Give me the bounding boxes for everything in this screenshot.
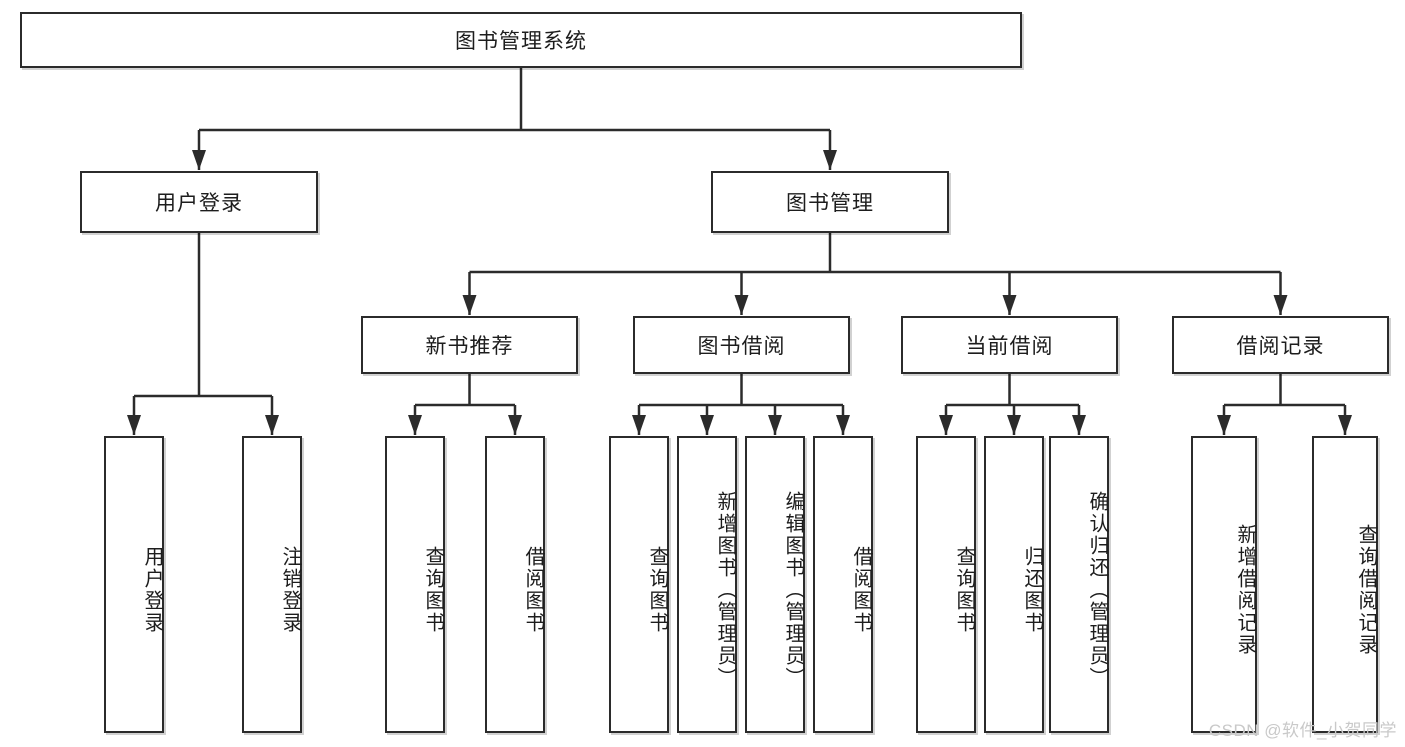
- edge-arrowhead: [265, 415, 279, 435]
- node-label: 借阅记录: [1236, 335, 1325, 358]
- node-label: 新增借阅记录: [1234, 523, 1256, 656]
- node-label: 新书推荐: [425, 335, 514, 358]
- node-leaf-confirm-return[interactable]: 确认归还（管理员）: [1049, 436, 1109, 733]
- edge-arrowhead: [462, 295, 477, 315]
- node-label: 当前借阅: [965, 335, 1054, 358]
- edge-arrowhead: [823, 150, 837, 170]
- node-leaf-query-book-2[interactable]: 查询图书: [609, 436, 669, 733]
- node-leaf-user-logout[interactable]: 注销登录: [242, 436, 302, 733]
- node-label: 新增图书（管理员）: [714, 490, 736, 689]
- node-leaf-query-book-3[interactable]: 查询图书: [916, 436, 976, 733]
- node-leaf-add-record[interactable]: 新增借阅记录: [1191, 436, 1257, 733]
- edge-arrowhead: [508, 415, 522, 435]
- edge-arrowhead: [939, 415, 953, 435]
- node-label: 用户登录: [155, 192, 243, 215]
- node-label: 归还图书: [1021, 545, 1043, 634]
- edge-arrowhead: [408, 415, 422, 435]
- edge-arrowhead: [1072, 415, 1086, 435]
- node-label: 查询图书: [422, 545, 444, 634]
- node-label: 确认归还（管理员）: [1086, 490, 1108, 689]
- node-label: 查询图书: [953, 545, 975, 634]
- node-label: 图书管理: [786, 192, 874, 215]
- node-leaf-add-book[interactable]: 新增图书（管理员）: [677, 436, 737, 733]
- edge-arrowhead: [768, 415, 782, 435]
- node-label: 查询借阅记录: [1355, 523, 1377, 656]
- node-label: 借阅图书: [522, 545, 544, 634]
- node-leaf-borrow-book-2[interactable]: 借阅图书: [813, 436, 873, 733]
- edge-arrowhead: [192, 150, 206, 170]
- node-current-borrow[interactable]: 当前借阅: [901, 316, 1118, 374]
- node-leaf-borrow-book-1[interactable]: 借阅图书: [485, 436, 545, 733]
- node-label: 图书管理系统: [455, 30, 587, 53]
- edge-arrowhead: [700, 415, 714, 435]
- edge-arrowhead: [127, 415, 141, 435]
- node-leaf-user-login[interactable]: 用户登录: [104, 436, 164, 733]
- node-label: 编辑图书（管理员）: [782, 490, 804, 689]
- node-user-login[interactable]: 用户登录: [80, 171, 318, 233]
- node-new-book-recommend[interactable]: 新书推荐: [361, 316, 578, 374]
- node-leaf-query-book-1[interactable]: 查询图书: [385, 436, 445, 733]
- edge-arrowhead: [1338, 415, 1352, 435]
- node-label: 借阅图书: [850, 545, 872, 634]
- edge-arrowhead: [1002, 295, 1017, 315]
- node-label: 用户登录: [141, 545, 163, 634]
- node-book-borrow[interactable]: 图书借阅: [633, 316, 850, 374]
- node-borrow-record[interactable]: 借阅记录: [1172, 316, 1389, 374]
- edge-arrowhead: [734, 295, 749, 315]
- node-leaf-return-book[interactable]: 归还图书: [984, 436, 1044, 733]
- node-leaf-edit-book[interactable]: 编辑图书（管理员）: [745, 436, 805, 733]
- node-leaf-query-record[interactable]: 查询借阅记录: [1312, 436, 1378, 733]
- node-book-manage[interactable]: 图书管理: [711, 171, 949, 233]
- node-root[interactable]: 图书管理系统: [20, 12, 1022, 68]
- edge-arrowhead: [1217, 415, 1231, 435]
- node-label: 查询图书: [646, 545, 668, 634]
- edge-arrowhead: [836, 415, 850, 435]
- edge-arrowhead: [632, 415, 646, 435]
- node-label: 图书借阅: [697, 335, 786, 358]
- node-label: 注销登录: [279, 545, 301, 634]
- edge-arrowhead: [1273, 295, 1288, 315]
- edge-arrowhead: [1007, 415, 1021, 435]
